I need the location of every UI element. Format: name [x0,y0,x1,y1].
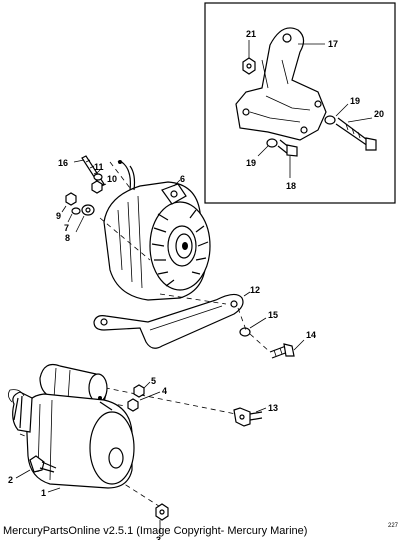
figure-reference-code: 227 [387,523,398,529]
callout-18: 18 [286,181,296,191]
callout-6: 6 [180,174,185,184]
callout-4: 4 [162,386,167,396]
callout-10: 10 [107,174,117,184]
starter-bottom-nut [155,503,169,521]
inset-washer-right [324,115,336,125]
callout-15: 15 [268,310,278,320]
alternator [103,160,211,301]
callout-19-right: 19 [350,96,360,106]
callout-20: 20 [374,109,384,119]
inset-nut [242,57,256,75]
alternator-brace [93,293,244,349]
inset-bolt-long [335,117,377,151]
inset-bolt-short [277,139,298,157]
callout-16: 16 [58,158,68,168]
callout-14: 14 [306,330,316,340]
inset-frame [204,2,396,204]
callout-7: 7 [64,223,69,233]
callout-8: 8 [65,233,70,243]
callout-21: 21 [246,29,256,39]
copyright-caption: MercuryPartsOnline v2.5.1 (Image Copyrig… [3,525,308,537]
inset-bracket [235,27,327,141]
solenoid-terminal-hardware [127,384,145,412]
callout-12: 12 [250,285,260,295]
starter-motor [8,363,135,489]
callout-19-lower: 19 [246,158,256,168]
inset-washer-lower [266,138,278,148]
starter-bracket-bolt [233,407,263,427]
callout-3: 3 [156,535,161,540]
brace-bolt [269,343,295,359]
callout-5: 5 [151,376,156,386]
brace-washer [239,327,251,337]
callout-13: 13 [268,403,278,413]
callout-2: 2 [8,475,13,485]
alternator-hardware [65,155,105,216]
callout-1: 1 [41,488,46,498]
inset-panel: 21 17 19 20 19 18 [204,2,396,204]
starter-mount-bolt-left [29,455,57,473]
callout-9: 9 [56,211,61,221]
callout-17: 17 [328,39,338,49]
callout-11: 11 [94,162,104,172]
